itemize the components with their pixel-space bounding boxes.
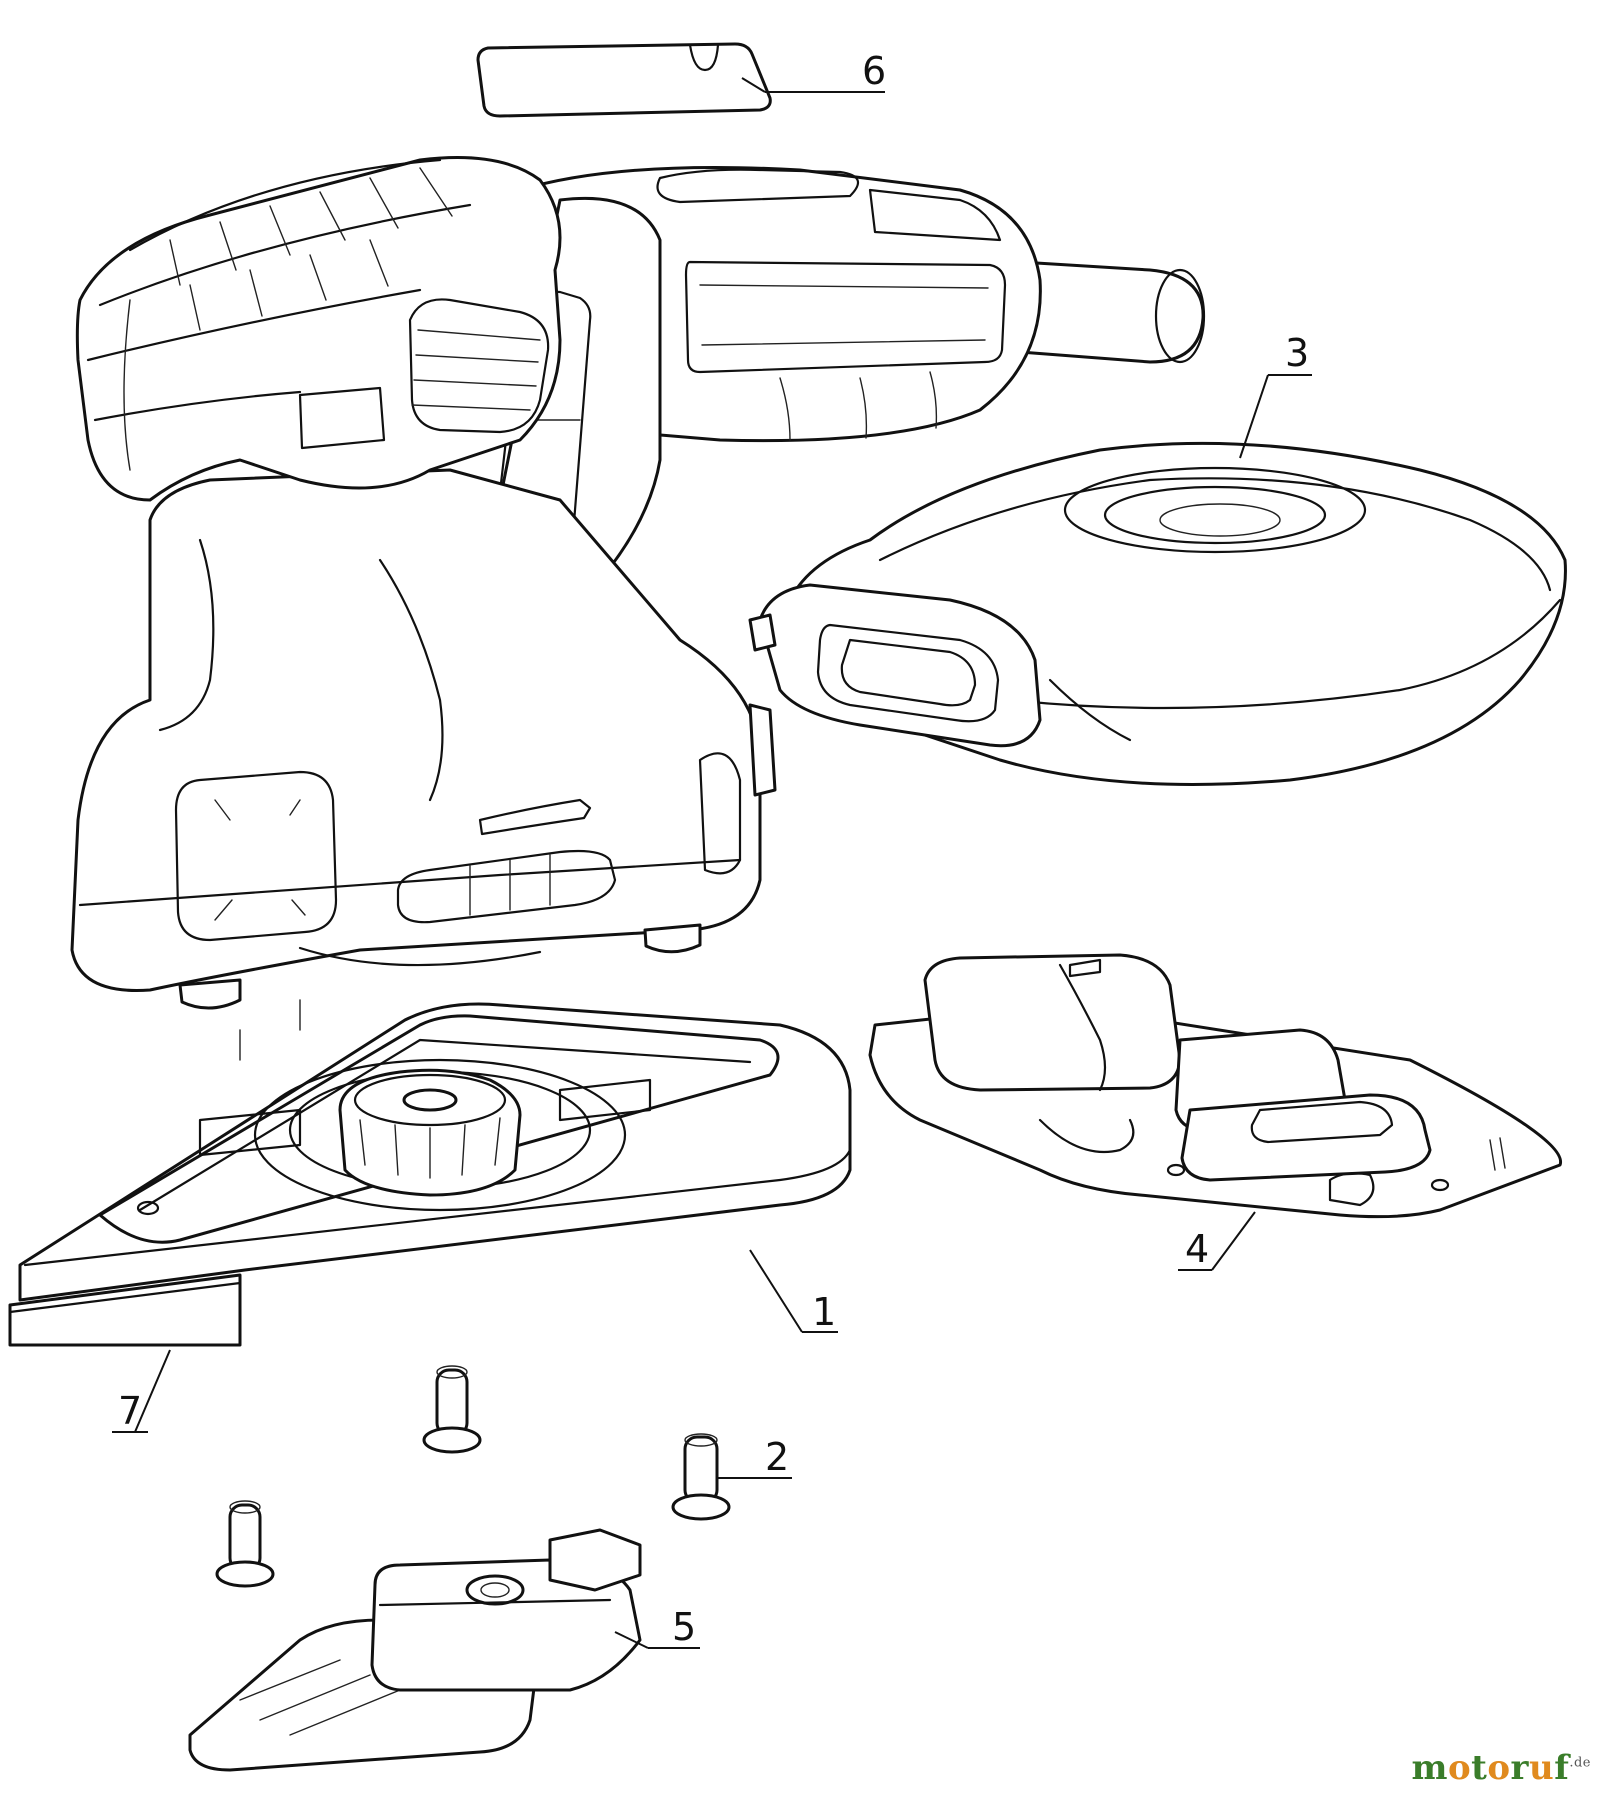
leader-lines xyxy=(112,77,1312,1649)
logo-suffix: .de xyxy=(1569,1755,1591,1771)
callout-7: 7 xyxy=(118,1389,142,1433)
leader-5 xyxy=(614,1631,700,1649)
watermark-logo: motoruf.de xyxy=(1411,1748,1591,1788)
logo-letter: f xyxy=(1554,1748,1570,1788)
logo-letter: t xyxy=(1471,1748,1488,1788)
callout-2: 2 xyxy=(765,1435,789,1479)
logo-letter: r xyxy=(1510,1748,1529,1788)
callout-4: 4 xyxy=(1185,1227,1209,1271)
leader-7 xyxy=(112,1349,171,1433)
part-4-clamp-plate xyxy=(868,953,1563,1219)
screw-a xyxy=(422,1365,482,1454)
part-5-tip-attachment xyxy=(188,1528,642,1772)
callout-1: 1 xyxy=(812,1290,836,1334)
sander-body xyxy=(70,156,1206,1010)
screw-b xyxy=(671,1433,731,1521)
part-3-dust-box xyxy=(748,441,1567,786)
leader-6 xyxy=(741,77,885,93)
logo-letter: u xyxy=(1528,1748,1555,1788)
part-1-base-pad xyxy=(8,999,852,1347)
leader-3 xyxy=(1239,374,1312,459)
callout-6: 6 xyxy=(862,49,886,93)
part-6-label-plate xyxy=(476,42,772,118)
logo-letter: m xyxy=(1411,1748,1448,1788)
callout-numbers: 1 2 3 4 5 6 7 xyxy=(118,49,1309,1649)
screw-c xyxy=(215,1500,275,1588)
logo-letter: o xyxy=(1487,1748,1511,1788)
callout-5: 5 xyxy=(672,1605,696,1649)
logo-letter: o xyxy=(1447,1748,1472,1788)
leader-4 xyxy=(1178,1211,1256,1271)
leader-1 xyxy=(749,1249,838,1333)
callout-3: 3 xyxy=(1285,331,1309,375)
part-2-screws xyxy=(215,1365,731,1588)
